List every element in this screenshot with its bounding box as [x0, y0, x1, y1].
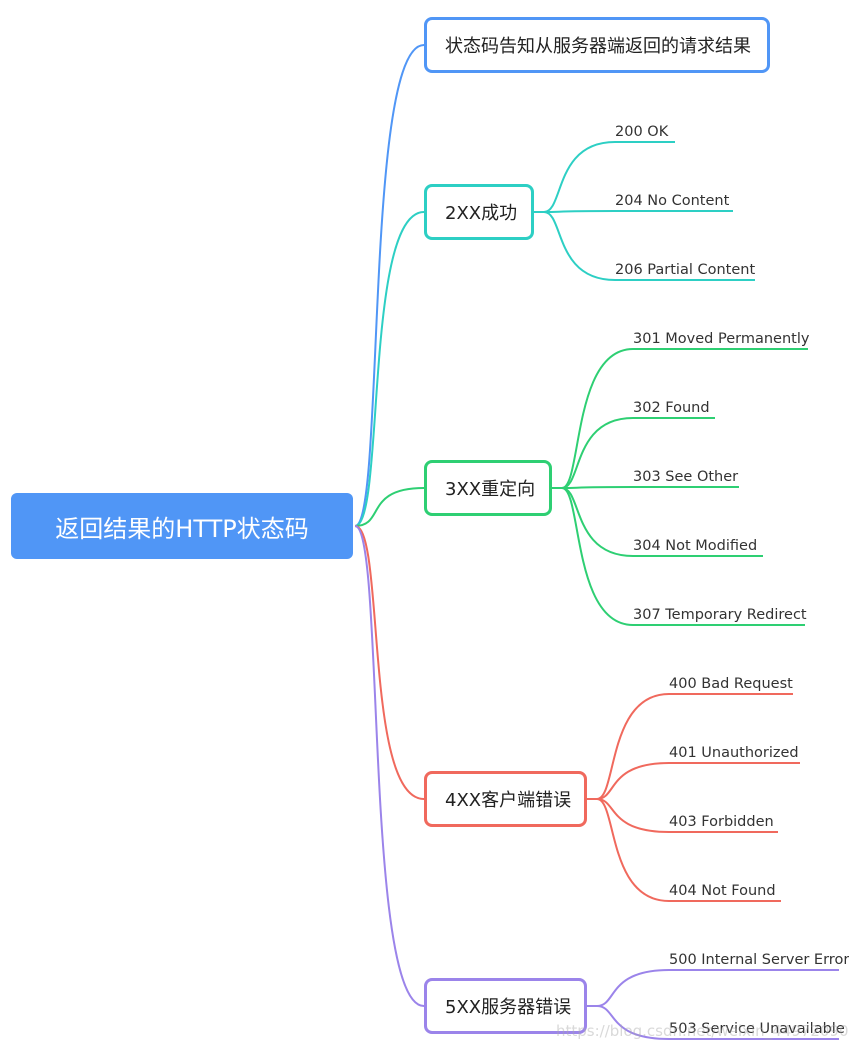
leaf-item[interactable]: 403 Forbidden	[669, 814, 774, 830]
connector-line	[354, 487, 425, 527]
connector-line	[354, 525, 425, 800]
connector-line	[354, 211, 425, 527]
connector-line	[561, 417, 715, 489]
root-node[interactable]: 返回结果的HTTP状态码	[11, 493, 353, 559]
connector-line	[354, 44, 425, 527]
leaf-item[interactable]: 304 Not Modified	[633, 538, 758, 554]
connector-line	[596, 1005, 839, 1040]
branch-5xx-server-error[interactable]: 5XX服务器错误	[424, 978, 587, 1034]
branch-4xx-client-error[interactable]: 4XX客户端错误	[424, 771, 587, 827]
leaf-item[interactable]: 204 No Content	[615, 193, 730, 209]
connector-line	[543, 210, 733, 213]
branch-description[interactable]: 状态码告知从服务器端返回的请求结果	[424, 17, 770, 73]
branch-2xx-success[interactable]: 2XX成功	[424, 184, 534, 240]
connector-line	[596, 762, 800, 800]
leaf-item[interactable]: 400 Bad Request	[669, 676, 793, 692]
leaf-item[interactable]: 302 Found	[633, 400, 710, 416]
connector-line	[596, 969, 839, 1007]
connector-line	[561, 486, 739, 489]
root-label: 返回结果的HTTP状态码	[55, 514, 309, 543]
connector-line	[543, 211, 755, 281]
leaf-item[interactable]: 404 Not Found	[669, 883, 776, 899]
leaf-item[interactable]: 206 Partial Content	[615, 262, 756, 278]
connector-line	[354, 525, 425, 1007]
connector-line	[543, 141, 675, 213]
branch-label: 状态码告知从服务器端返回的请求结果	[445, 36, 751, 57]
leaf-item[interactable]: 503 Service Unavailable	[669, 1021, 845, 1037]
branch-label: 4XX客户端错误	[445, 790, 572, 811]
leaf-item[interactable]: 303 See Other	[633, 469, 739, 485]
branch-label: 2XX成功	[445, 203, 518, 224]
leaf-item[interactable]: 500 Internal Server Error	[669, 952, 849, 968]
branch-3xx-redirect[interactable]: 3XX重定向	[424, 460, 552, 516]
leaf-item[interactable]: 307 Temporary Redirect	[633, 607, 807, 623]
branch-label: 5XX服务器错误	[445, 997, 572, 1018]
watermark: https://blog.csdn.net/weixin_44972090	[556, 1022, 849, 1040]
connector-line	[561, 487, 763, 557]
connector-line	[561, 348, 808, 489]
connector-line	[596, 798, 778, 833]
branch-label: 3XX重定向	[445, 479, 536, 500]
connector-line	[596, 693, 793, 800]
connector-line	[596, 798, 781, 902]
connector-line	[561, 487, 805, 626]
leaf-item[interactable]: 301 Moved Permanently	[633, 331, 810, 347]
leaf-item[interactable]: 401 Unauthorized	[669, 745, 799, 761]
leaf-item[interactable]: 200 OK	[615, 124, 669, 140]
